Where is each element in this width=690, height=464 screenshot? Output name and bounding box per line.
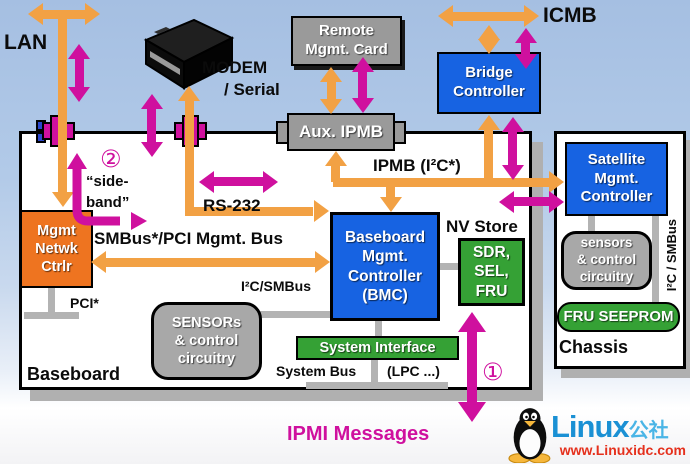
icmb-label: ICMB	[543, 4, 597, 27]
remote-mgmt-card-box: Remote Mgmt. Card	[291, 16, 402, 66]
sdr-sel-fru-box: SDR, SEL, FRU	[458, 238, 525, 306]
sideband-elbow-arrow	[67, 153, 147, 230]
ipmb-bus-label: IPMB (I²C*)	[373, 156, 461, 175]
satellite-fru-line	[652, 215, 659, 304]
sysinterface-bus-line	[371, 359, 378, 383]
bmc-nvstore-line	[439, 263, 458, 270]
system-bus-label: System Bus	[276, 363, 357, 379]
modem-label: MODEM	[202, 58, 268, 77]
bmc-box: Baseboard Mgmt. Controller (BMC)	[330, 212, 440, 321]
pci-label: PCI*	[70, 295, 99, 311]
system-interface-box: System Interface	[296, 336, 459, 360]
step1-badge: ①	[482, 358, 504, 386]
sensors-bmc-line	[258, 311, 336, 318]
pci-line-horizontal	[24, 312, 79, 319]
aux-ipmb-box: Aux. IPMB	[287, 113, 395, 151]
satellite-mgmt-controller-box: Satellite Mgmt. Controller	[565, 142, 668, 216]
chassis-sensors-box: sensors & control circuitry	[561, 231, 652, 290]
linux-logo-url: www.Linuxidc.com	[559, 442, 686, 458]
serial-label: / Serial	[224, 80, 280, 99]
baseboard-label: Baseboard	[27, 364, 121, 384]
step2-badge: ②	[100, 145, 122, 173]
satellite-sensors-line	[588, 215, 595, 233]
fru-seeprom-box: FRU SEEPROM	[557, 302, 680, 332]
nv-store-label: NV Store	[446, 217, 518, 236]
system-bus-line	[306, 382, 448, 389]
lpc-label: (LPC ...)	[387, 363, 440, 379]
bmc-sysinterface-line	[375, 319, 382, 337]
i2c-smbus-label: I²C/SMBus	[241, 278, 311, 294]
modem-icon	[143, 18, 235, 90]
sideband-label: “side- band”	[86, 173, 130, 211]
linux-logo-suffix: 公社	[628, 420, 669, 442]
lan-label: LAN	[4, 31, 48, 54]
tux-penguin-icon	[508, 408, 551, 463]
rs232-label: RS-232	[203, 196, 261, 215]
linux-logo-brand: Linux	[551, 409, 630, 444]
chassis-label: Chassis	[559, 337, 629, 357]
baseboard-sensors-box: SENSORs & control circuitry	[151, 302, 262, 380]
mgmt-netwk-ctrlr-box: Mgmt Netwk Ctrlr	[20, 210, 93, 288]
smbus-pci-label: SMBus*/PCI Mgmt. Bus	[94, 229, 283, 248]
chassis-i2c-smbus-label: I²C / SMBus	[663, 218, 679, 292]
linux-logo: Linux公社	[551, 409, 669, 445]
pci-line-vertical	[48, 287, 55, 315]
ipmi-messages-label: IPMI Messages	[287, 423, 430, 445]
